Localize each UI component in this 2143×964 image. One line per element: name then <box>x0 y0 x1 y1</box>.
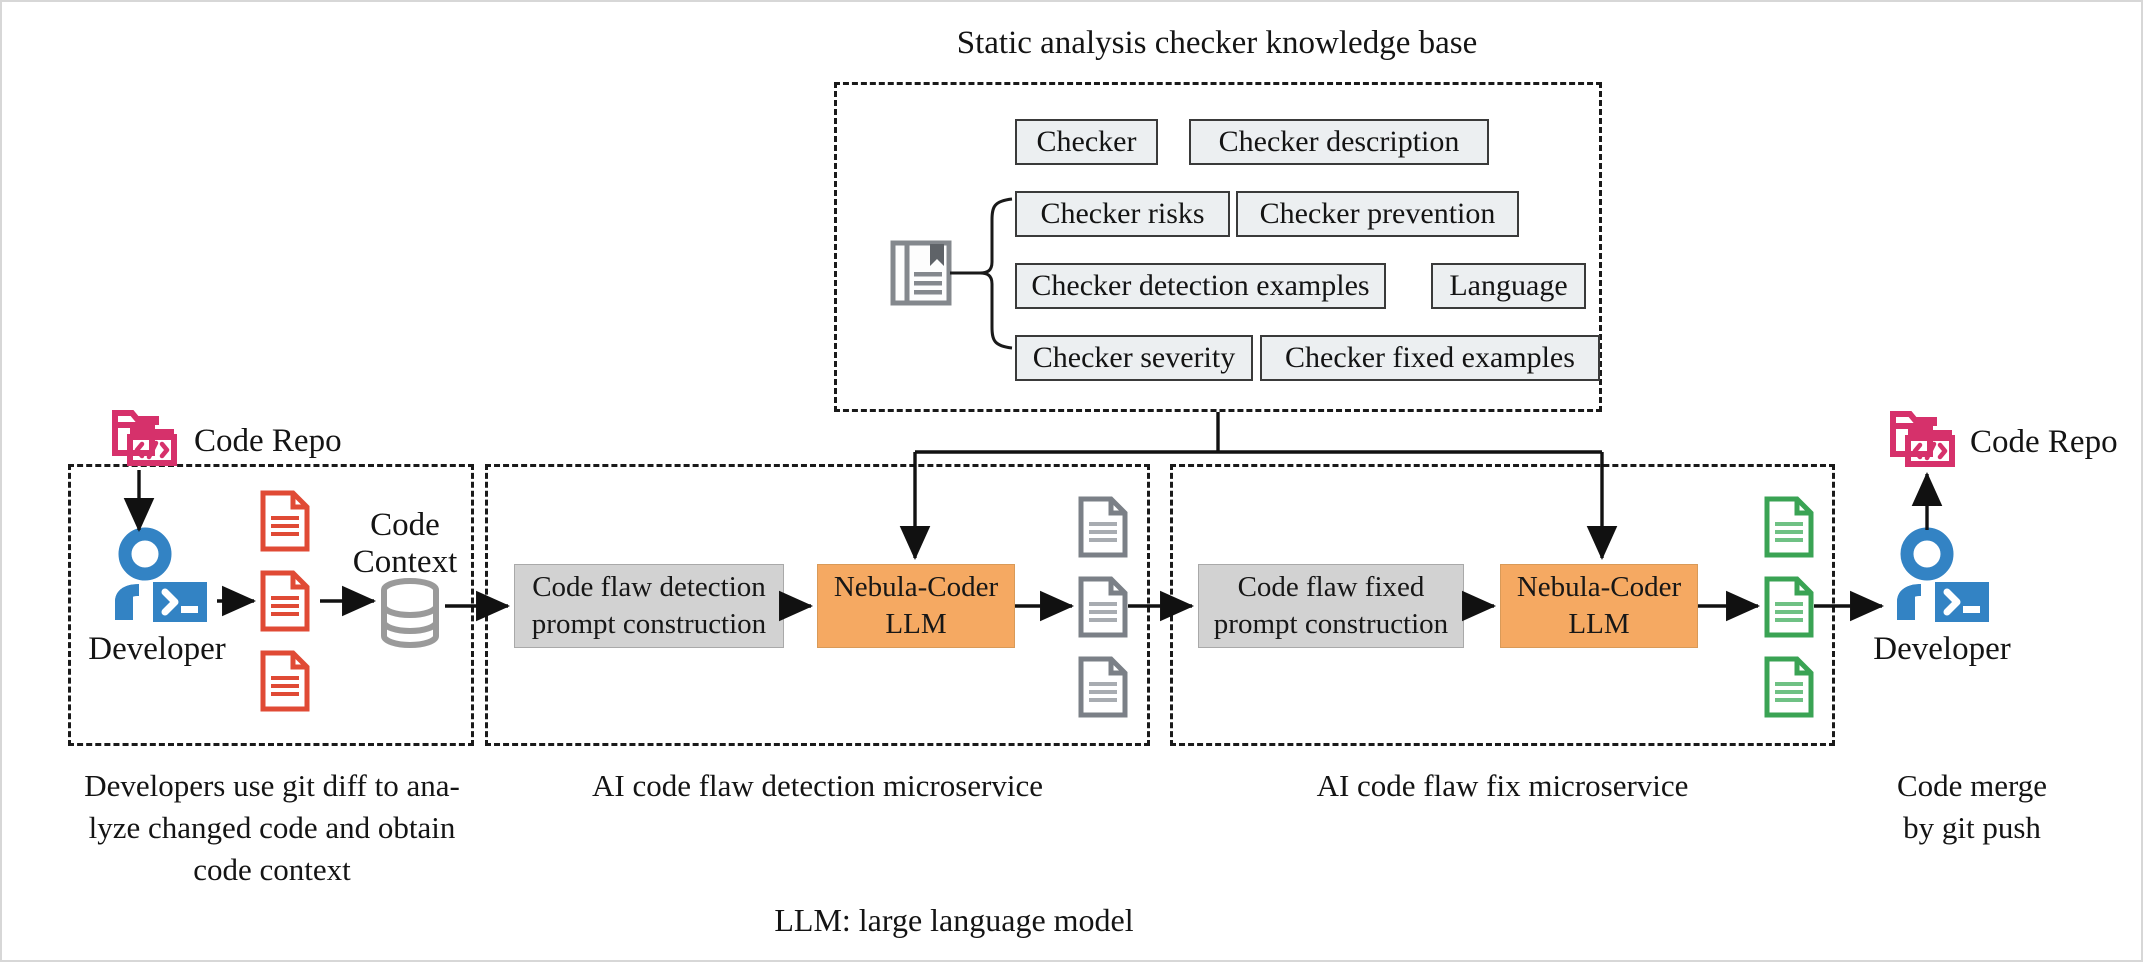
code-repo-label-right: Code Repo <box>1970 424 2118 460</box>
caption-developer-input-line1: Developers use git diff to ana- <box>84 768 460 803</box>
caption-developer-input-line2: lyze changed code and obtain <box>88 810 456 845</box>
code-context-label-line2: Context <box>352 544 458 580</box>
knowledge-base-panel <box>834 82 1602 412</box>
code-file-icon-red-3 <box>260 650 310 712</box>
box-label: Nebula-Coder LLM <box>834 569 998 642</box>
report-file-icon-gray-2 <box>1078 576 1128 638</box>
box-label-line2: prompt construction <box>1213 608 1449 640</box>
developer-label-right: Developer <box>1873 631 2011 667</box>
box-label: Nebula-Coder LLM <box>1517 569 1681 642</box>
developer-label-left: Developer <box>88 631 226 667</box>
code-repo-icon-left <box>112 410 177 466</box>
caption-merge-output-line1: Code merge <box>1896 768 2048 803</box>
box-label-line1: Nebula-Coder <box>1516 571 1682 604</box>
code-repo-icon-right <box>1890 411 1955 467</box>
kb-chip-checker-prevention[interactable]: Checker prevention <box>1236 191 1519 237</box>
code-repo-label-left: Code Repo <box>194 423 342 459</box>
figure-footnote: LLM: large language model <box>774 902 1134 938</box>
box-label-line1: Nebula-Coder <box>833 571 999 604</box>
kb-chip-checker-severity[interactable]: Checker severity <box>1015 335 1253 381</box>
box-label-line1: Code flaw fixed <box>1237 571 1425 604</box>
code-file-icon-red-1 <box>260 490 310 552</box>
kb-chip-checker[interactable]: Checker <box>1015 119 1158 165</box>
box-label-line1: Code flaw detection <box>532 571 766 604</box>
box-label-line2: LLM <box>885 608 947 640</box>
kb-chip-checker-description[interactable]: Checker description <box>1189 119 1489 165</box>
kb-chip-checker-risks[interactable]: Checker risks <box>1015 191 1230 237</box>
caption-merge-output-line2: by git push <box>1903 810 2041 845</box>
kb-chip-checker-detection-examples[interactable]: Checker detection examples <box>1015 263 1386 309</box>
code-context-label-line1: Code <box>370 507 440 543</box>
nebula-coder-llm-box-detection[interactable]: Nebula-Coder LLM <box>817 564 1015 648</box>
developer-icon-left <box>115 527 207 622</box>
box-label-line2: prompt construction <box>531 608 767 640</box>
kb-title: Static analysis checker knowledge base <box>956 25 1478 61</box>
fixed-file-icon-green-3 <box>1764 656 1814 718</box>
code-flaw-fixed-prompt-box[interactable]: Code flaw fixed prompt construction <box>1198 564 1464 648</box>
code-flaw-detection-prompt-box[interactable]: Code flaw detection prompt construction <box>514 564 784 648</box>
kb-chip-checker-fixed-examples[interactable]: Checker fixed examples <box>1260 335 1600 381</box>
book-icon <box>890 240 952 306</box>
box-label: Code flaw fixed prompt construction <box>1214 569 1448 642</box>
fixed-file-icon-green-2 <box>1764 576 1814 638</box>
caption-detection-microservice: AI code flaw detection microservice <box>591 768 1043 803</box>
report-file-icon-gray-3 <box>1078 656 1128 718</box>
caption-fix-microservice: AI code flaw fix microservice <box>1316 768 1689 803</box>
report-file-icon-gray-1 <box>1078 496 1128 558</box>
nebula-coder-llm-box-fix[interactable]: Nebula-Coder LLM <box>1500 564 1698 648</box>
kb-chip-language[interactable]: Language <box>1431 263 1586 309</box>
code-file-icon-red-2 <box>260 570 310 632</box>
fixed-file-icon-green-1 <box>1764 496 1814 558</box>
caption-developer-input-line3: code context <box>193 852 351 887</box>
database-icon <box>381 578 439 649</box>
developer-icon-right <box>1897 527 1989 622</box>
box-label: Code flaw detection prompt construction <box>532 569 766 642</box>
box-label-line2: LLM <box>1568 608 1630 640</box>
